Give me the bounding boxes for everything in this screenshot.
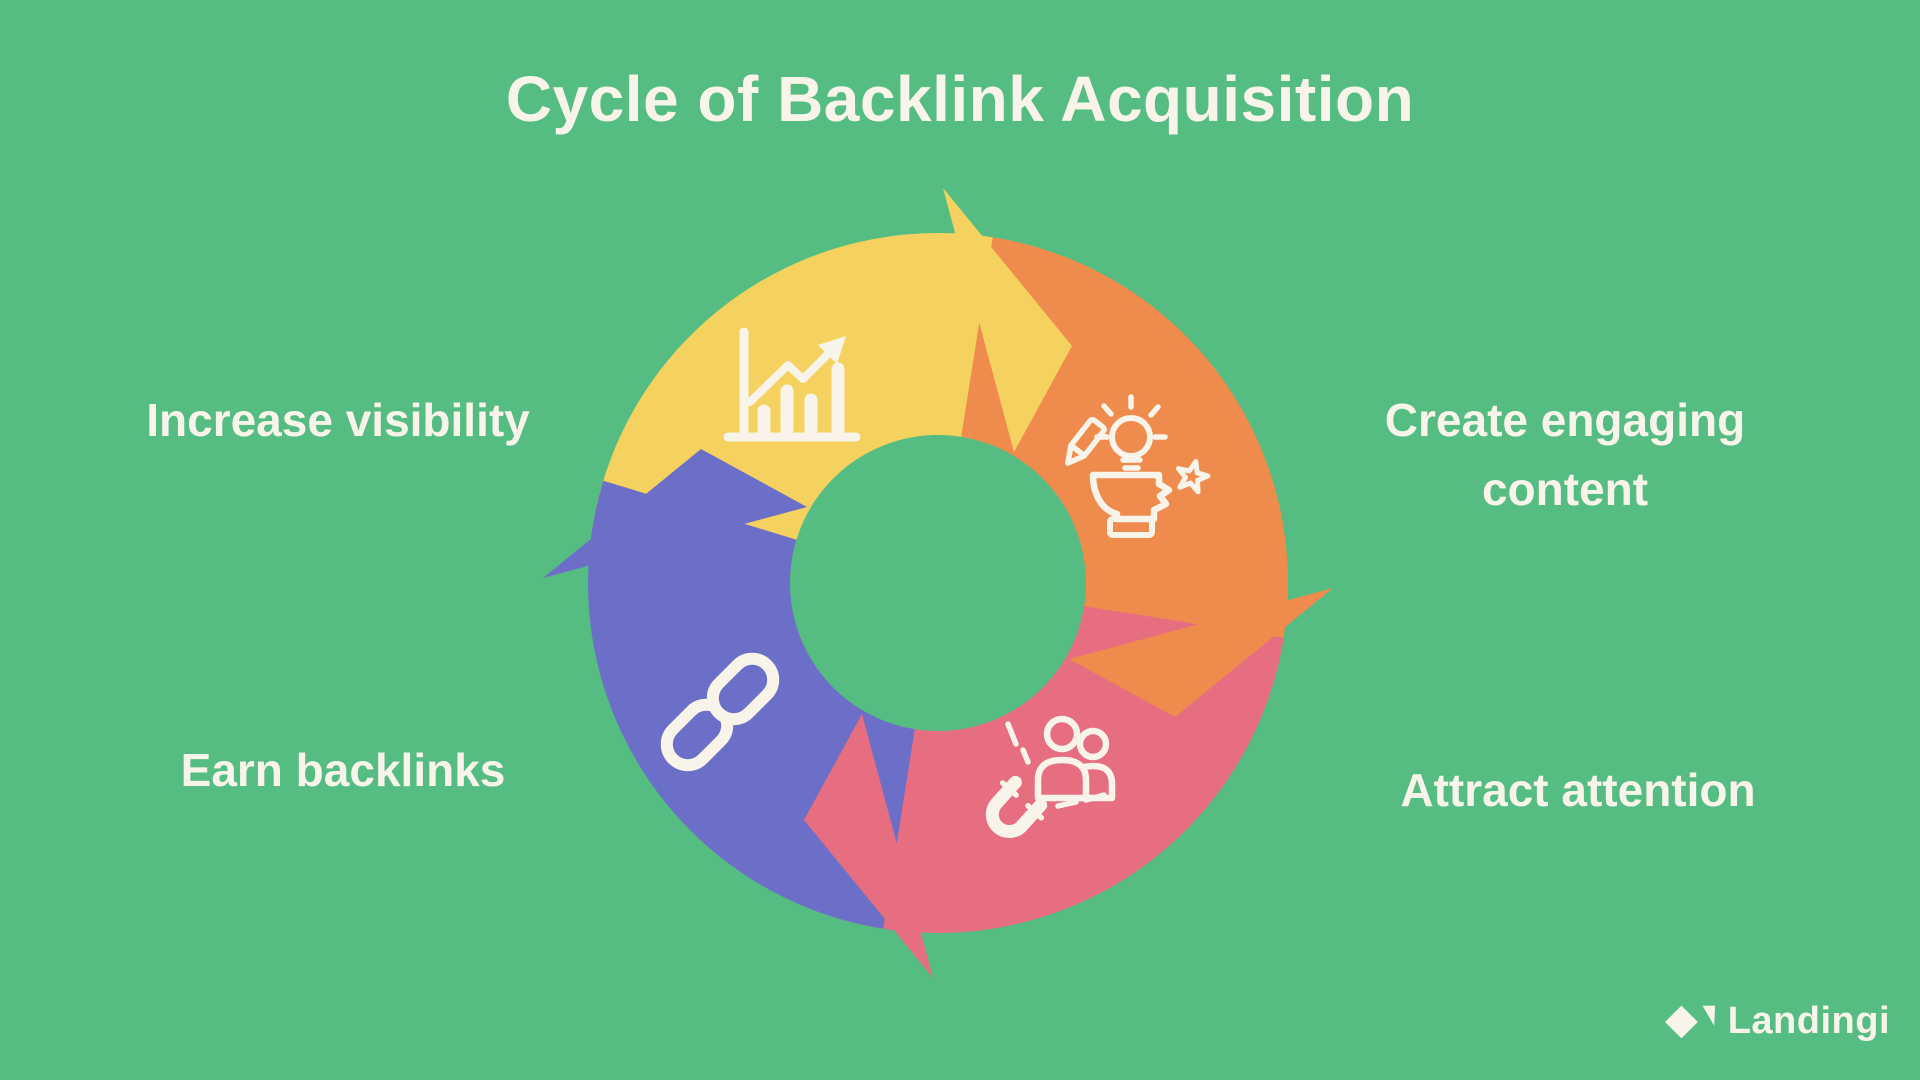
magnet-icon [985,775,1048,838]
arrowhead-increase-visibility [943,188,1072,452]
arrowhead-earn-backlinks [543,449,807,578]
pencil-icon [1065,416,1107,466]
step-label-earn-backlinks: Earn backlinks [180,744,506,796]
cycle-arrow-heads [543,188,1333,978]
arrowhead-attract-attention [804,714,933,978]
page-title: Cycle of Backlink Acquisition [505,63,1415,135]
chain-links-icon [660,652,780,772]
star-icon [1175,458,1211,495]
growth-chart-icon [723,327,861,442]
creativity-head-icon [1065,394,1211,538]
magnet-audience-icon [985,715,1116,838]
cycle-arrow-tails [588,233,1288,933]
step-label-create-engaging-content: Create engaging content [1384,394,1746,515]
landingi-logo-icon [1664,1005,1715,1038]
step-label-attract-attention: Attract attention [1400,764,1756,816]
brand-name: Landingi [1727,1000,1890,1042]
brand-logo: Landingi [1664,1000,1890,1043]
step-label-increase-visibility: Increase visibility [146,394,530,446]
arrowhead-create-engaging-content [1069,588,1333,717]
